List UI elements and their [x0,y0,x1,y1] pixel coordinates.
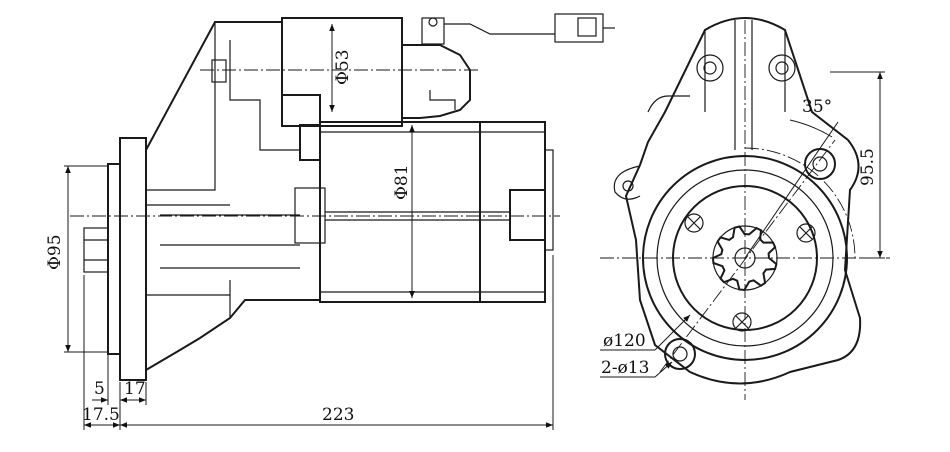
drive-housing [145,21,321,371]
brush-holder [509,189,546,241]
end-cover [544,149,554,251]
pilot-nose [83,227,109,273]
dim-35-label: 35° [802,97,832,117]
screw-bottom [732,312,752,332]
dim-d95-label: Φ95 [45,234,65,270]
side-view [70,13,615,381]
dim-95-5: 95.5 [830,71,885,259]
dim-d120-label: ø120 [603,331,646,351]
screw-right [796,223,816,243]
top-left-bolt-hole [696,54,724,82]
solenoid-cap [402,44,471,119]
dim-d95: Φ95 [45,165,108,353]
armature-core-end [294,187,326,244]
top-right-bolt-hole [768,54,796,82]
screw-left [684,213,704,233]
housing-bolt [211,59,227,83]
dim-223-label: 223 [322,405,354,425]
dim-35-angle: 35° [744,97,839,259]
lead-wire [444,23,555,35]
dim-d81-label: Φ81 [392,164,412,200]
dim-bottom: 5 17 17.5 223 [82,255,554,430]
dim-5-label: 5 [94,379,105,399]
end-flange-outline [624,17,862,385]
flange-body [119,137,147,381]
dim-17-label: 17 [124,379,146,399]
terminal [421,17,445,45]
dim-d53: Φ53 [329,24,353,112]
dim-95-5-label: 95.5 [858,148,878,186]
dim-holes-label: 2-ø13 [601,358,649,378]
dim-leaders: ø120 2-ø13 [600,314,691,378]
dim-17-5-label: 17.5 [82,405,120,425]
dim-d53-label: Φ53 [333,49,353,85]
end-view [600,17,890,400]
left-ear-hole [622,180,634,192]
flange-outer-plate [107,163,121,355]
mount-hole-lower [664,338,696,370]
dim-d81: Φ81 [392,125,415,298]
